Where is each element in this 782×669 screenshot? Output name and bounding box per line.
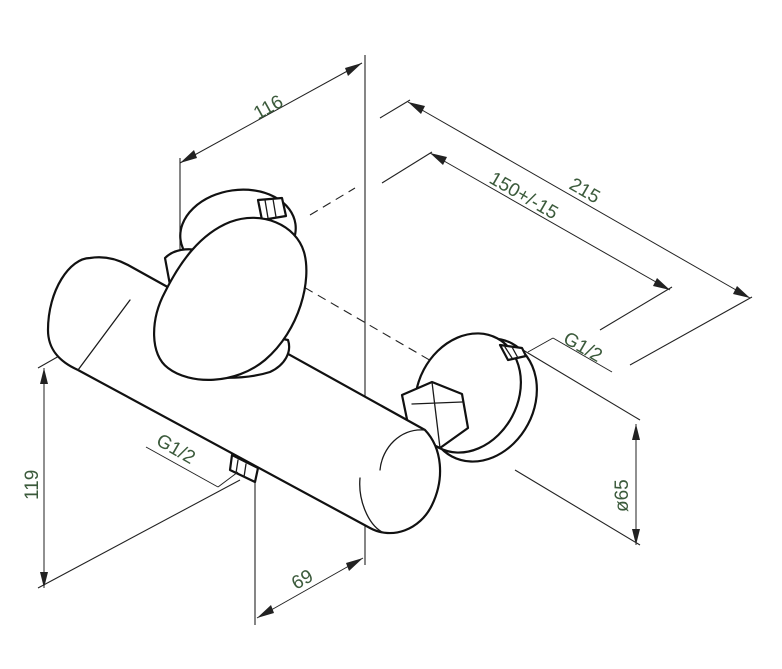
dimension-150 — [429, 152, 671, 291]
dimension-69 — [256, 557, 364, 619]
dimension-65 — [632, 424, 640, 545]
dimension-116-label: 116 — [250, 91, 287, 124]
thread-callout-right — [527, 337, 613, 373]
thread-callout-bottom — [145, 446, 239, 488]
mixer-body — [46, 256, 442, 535]
bottom-outlet — [228, 453, 260, 484]
dimension-215 — [407, 101, 751, 299]
dimension-119 — [40, 368, 48, 588]
dimension-119-label: 119 — [22, 470, 43, 500]
dimension-69-label: 69 — [288, 566, 317, 595]
lever-handle — [153, 216, 308, 381]
dimension-150-label: 150+/-15 — [486, 168, 562, 224]
thread-callout-right-label: G1/2 — [560, 328, 606, 367]
dimension-116 — [179, 62, 363, 164]
dimension-215-label: 215 — [566, 174, 604, 208]
dimension-65-label: ø65 — [612, 479, 633, 512]
